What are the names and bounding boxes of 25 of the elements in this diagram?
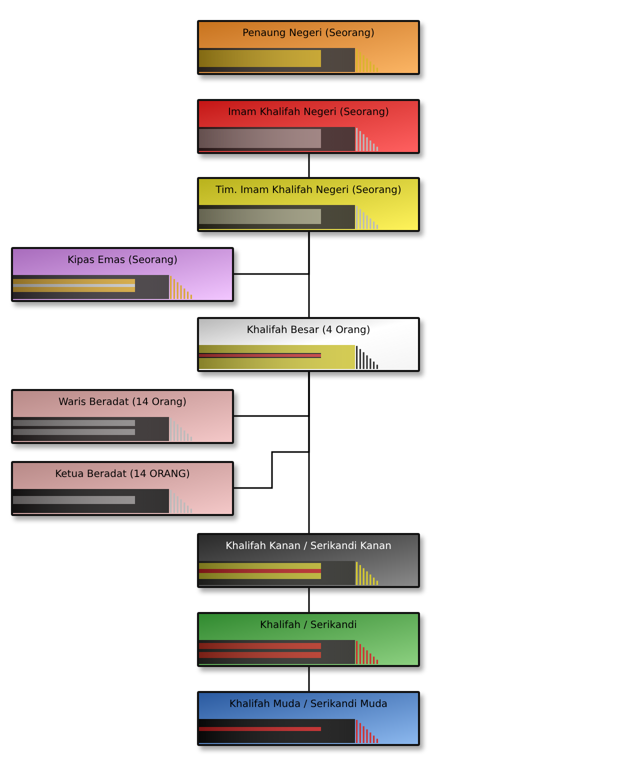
connector-line — [308, 372, 310, 533]
rank-title: Khalifah Besar (4 Orang) — [246, 324, 372, 337]
rank-box — [11, 247, 234, 302]
rank-box — [197, 317, 420, 372]
connector-line — [308, 154, 310, 177]
rank-title: Khalifah / Serikandi — [259, 619, 358, 632]
rank-title: Ketua Beradat (14 ORANG) — [54, 468, 191, 481]
rank-box — [11, 461, 234, 516]
rank-title: Penaung Negeri (Seorang) — [241, 27, 376, 40]
rank-box — [197, 533, 420, 588]
rank-box — [11, 389, 234, 444]
rank-box — [197, 612, 420, 667]
rank-box — [197, 99, 420, 154]
connector-line — [308, 667, 310, 691]
rank-title: Kipas Emas (Seorang) — [66, 254, 179, 267]
rank-box — [197, 177, 420, 232]
rank-title: Khalifah Kanan / Serikandi Kanan — [224, 540, 392, 553]
rank-title: Waris Beradat (14 Orang) — [58, 396, 188, 409]
rank-box — [197, 20, 420, 75]
rank-title: Tim. Imam Khalifah Negeri (Seorang) — [214, 184, 402, 197]
connector-line — [308, 232, 310, 317]
rank-title: Khalifah Muda / Serikandi Muda — [228, 698, 389, 711]
rank-box — [197, 691, 420, 746]
connector-line — [308, 588, 310, 612]
rank-title: Imam Khalifah Negeri (Seorang) — [226, 106, 390, 119]
